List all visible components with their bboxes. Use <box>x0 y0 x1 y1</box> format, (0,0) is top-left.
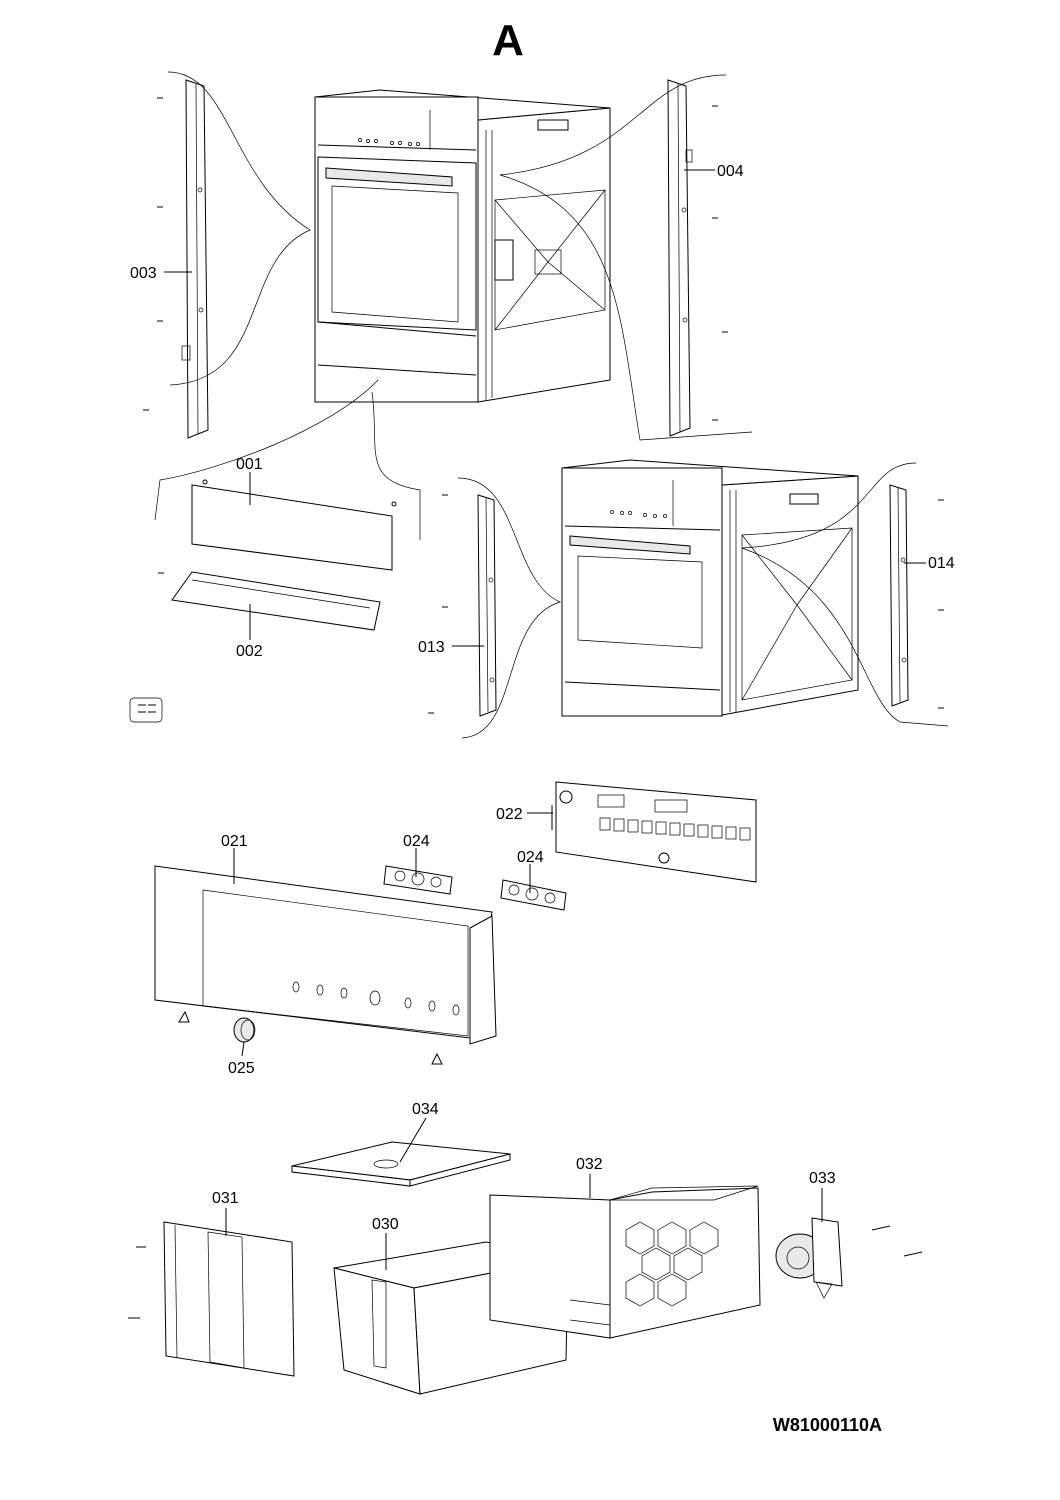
side-trim-strip-013 <box>477 494 497 717</box>
sheet-letter: A <box>492 16 524 65</box>
drip-tray-034 <box>291 1141 511 1187</box>
side-trim-strip-014 <box>889 484 909 707</box>
callout-021: 021 <box>221 833 248 850</box>
bracket-002 <box>158 571 381 631</box>
control-board-022 <box>551 781 757 883</box>
callout-031: 031 <box>212 1190 239 1207</box>
callout-002: 002 <box>236 643 263 660</box>
front-panel-001 <box>191 479 397 571</box>
oven-cabinet-top <box>314 89 611 403</box>
control-panel-021 <box>154 865 497 1065</box>
callout-032: 032 <box>576 1156 603 1173</box>
callout-014: 014 <box>928 555 955 572</box>
callout-004: 004 <box>717 163 744 180</box>
knob-025 <box>233 1017 256 1043</box>
callout-001: 001 <box>236 456 263 473</box>
side-trim-strip-004 <box>667 79 693 437</box>
callout-003: 003 <box>130 265 157 282</box>
screw-icon <box>712 105 728 421</box>
callout-024-b: 024 <box>517 849 544 866</box>
heat-exchanger-032 <box>489 1185 761 1339</box>
screw-icon <box>938 499 944 709</box>
keypad-strip-024-a <box>383 865 453 895</box>
callout-025: 025 <box>228 1060 255 1077</box>
callout-013: 013 <box>418 639 445 656</box>
callout-030: 030 <box>372 1216 399 1233</box>
keypad-strip-024-b <box>500 879 567 911</box>
callout-022: 022 <box>496 806 523 823</box>
oven-cabinet-bottom <box>561 459 859 717</box>
screw-icon <box>143 97 163 411</box>
connector-symbol-icon <box>129 697 163 723</box>
side-trim-strip-003 <box>181 79 209 439</box>
side-panel-031 <box>128 1221 295 1377</box>
callout-024-a: 024 <box>403 833 430 850</box>
callout-033: 033 <box>809 1170 836 1187</box>
screw-icon <box>428 494 448 714</box>
drawing-code: W81000110A <box>773 1415 882 1435</box>
callout-034: 034 <box>412 1101 439 1118</box>
leader-lines <box>164 169 926 1270</box>
pump-033 <box>775 1217 923 1299</box>
